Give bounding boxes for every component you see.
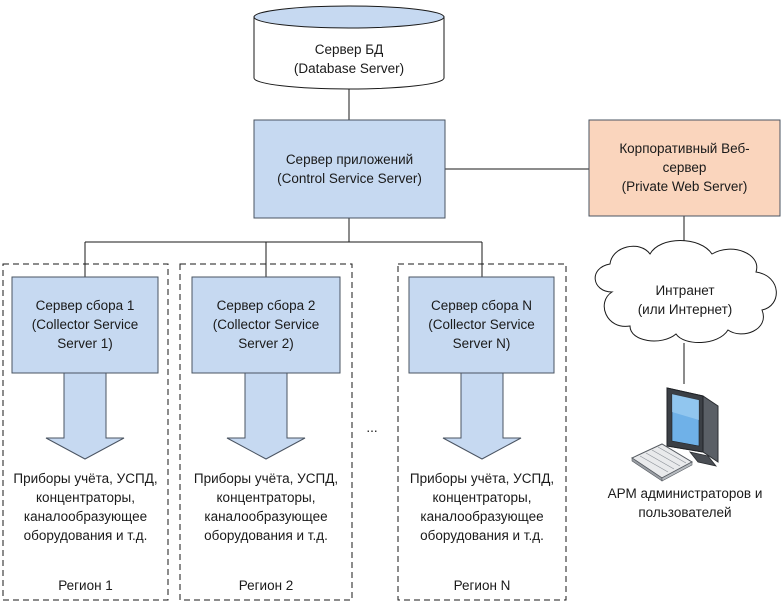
web-server-label: Корпоративный Веб- сервер (Private Web S… <box>619 141 750 194</box>
collector-server-n-label: Сервер сбора N (Collector Service Server… <box>428 298 535 351</box>
app-server-box <box>253 119 446 219</box>
workstation-label: АРМ администраторов и пользователей <box>607 486 763 520</box>
intranet-label: Интранет (или Интернет) <box>637 283 733 317</box>
devices-1-label: Приборы учёта, УСПД, концентраторы, кана… <box>13 471 158 543</box>
ellipsis-label: ... <box>366 420 378 435</box>
region-1-label: Регион 1 <box>58 578 113 593</box>
database-server-cylinder <box>253 5 445 90</box>
intranet-cloud <box>594 240 777 344</box>
region-n-label: Регион N <box>453 578 511 593</box>
web-server-box <box>588 119 781 217</box>
arrow-down-icon <box>226 372 306 460</box>
database-server-label: Сервер БД (Database Server) <box>293 42 405 76</box>
app-server-label: Сервер приложений (Control Service Serve… <box>277 152 422 186</box>
arrow-down-icon <box>442 372 522 460</box>
arrow-down-icon <box>45 372 125 460</box>
collector-server-1-label: Сервер сбора 1 (Collector Service Server… <box>31 298 139 351</box>
collector-server-2-label: Сервер сбора 2 (Collector Service Server… <box>212 298 320 351</box>
collector-server-n-box <box>408 276 555 374</box>
region-2-label: Регион 2 <box>238 578 294 593</box>
devices-2-label: Приборы учёта, УСПД, концентраторы, кана… <box>193 471 339 543</box>
devices-n-label: Приборы учёта, УСПД, концентраторы, кана… <box>409 471 555 543</box>
computer-monitor-keyboard-icon <box>630 387 719 482</box>
collector-server-1-box <box>11 276 159 374</box>
